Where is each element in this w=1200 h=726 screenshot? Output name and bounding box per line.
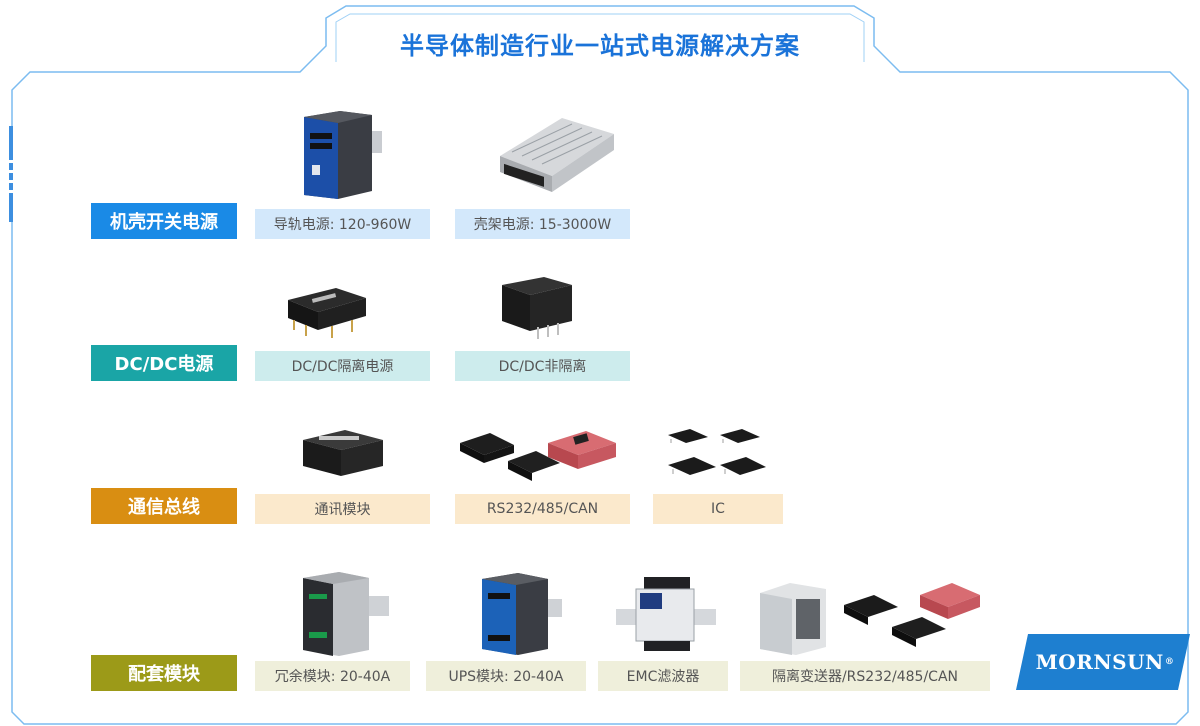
- logo-wordmark: MORNSUN: [1035, 650, 1164, 674]
- registered-mark: ®: [1164, 657, 1175, 667]
- din-rail-power-image: [304, 111, 382, 199]
- category-dcdc-power[interactable]: DC/DC电源: [91, 345, 237, 381]
- page-title: 半导体制造行业一站式电源解决方案: [400, 32, 800, 60]
- label-enclosed-power[interactable]: 壳架电源: 15-3000W: [455, 209, 630, 239]
- isolated-transmitter-image: [760, 583, 980, 655]
- label-din-rail-power[interactable]: 导轨电源: 120-960W: [255, 209, 430, 239]
- emc-filter-image: [616, 577, 716, 651]
- ups-module-image: [482, 573, 562, 655]
- mornsun-logo: [1016, 634, 1190, 690]
- label-rs232-485-can[interactable]: RS232/485/CAN: [455, 494, 630, 524]
- enclosed-power-image: [500, 118, 614, 192]
- label-ups-module[interactable]: UPS模块: 20-40A: [426, 661, 586, 691]
- ic-image: [668, 429, 766, 475]
- label-emc-filter[interactable]: EMC滤波器: [598, 661, 728, 691]
- category-accessory-modules[interactable]: 配套模块: [91, 655, 237, 691]
- comm-module-image: [303, 430, 383, 476]
- label-comm-module[interactable]: 通讯模块: [255, 494, 430, 524]
- label-dcdc-nonisolated[interactable]: DC/DC非隔离: [455, 351, 630, 381]
- label-dcdc-isolated[interactable]: DC/DC隔离电源: [255, 351, 430, 381]
- mornsun-logo-text: MORNSUN®: [1030, 648, 1180, 676]
- label-redundancy-module[interactable]: 冗余模块: 20-40A: [255, 661, 410, 691]
- rs232-485-can-image: [460, 431, 616, 481]
- category-chassis-power[interactable]: 机壳开关电源: [91, 203, 237, 239]
- label-isolated-transmitter[interactable]: 隔离变送器/RS232/485/CAN: [740, 661, 990, 691]
- redundancy-module-image: [303, 572, 389, 656]
- dcdc-isolated-image: [288, 288, 366, 338]
- dcdc-nonisolated-image: [502, 277, 572, 339]
- label-ic[interactable]: IC: [653, 494, 783, 524]
- category-comm-bus[interactable]: 通信总线: [91, 488, 237, 524]
